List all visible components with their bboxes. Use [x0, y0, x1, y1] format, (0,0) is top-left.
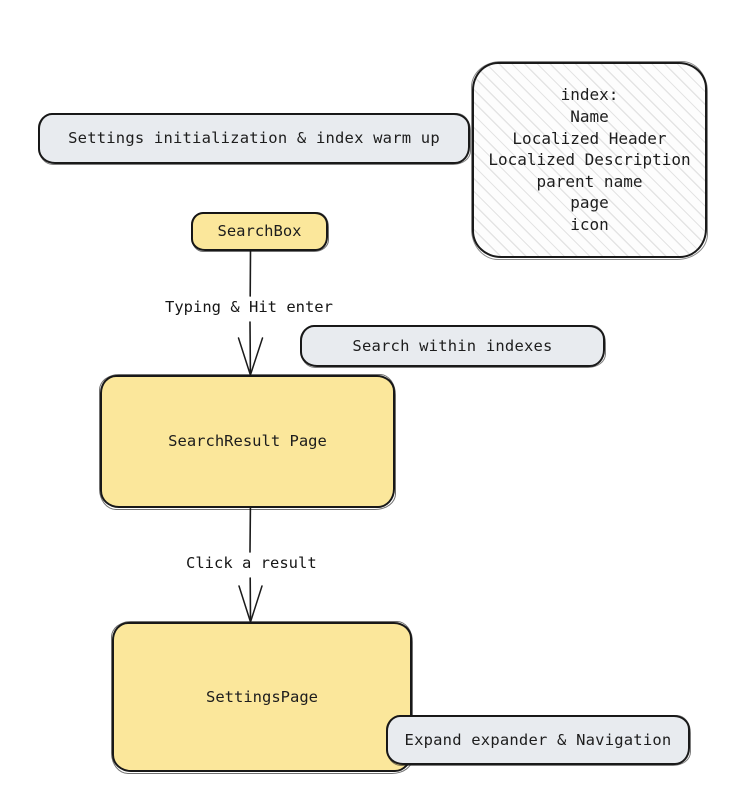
- node-search-box-label: SearchBox: [217, 222, 302, 241]
- node-search-box[interactable]: SearchBox: [191, 212, 329, 252]
- node-index-schema[interactable]: index: Name Localized Header Localized D…: [471, 61, 708, 260]
- node-settings-page[interactable]: SettingsPage: [111, 621, 413, 774]
- node-expand-expander-navigation[interactable]: Expand expander & Navigation: [386, 715, 691, 766]
- node-search-within-indexes[interactable]: Search within indexes: [300, 325, 606, 368]
- edge-label-click-a-result: Click a result: [181, 553, 322, 573]
- node-search-within-indexes-label: Search within indexes: [352, 336, 553, 355]
- edge-label-typing-hit-enter-text: Typing & Hit enter: [165, 298, 333, 316]
- node-settings-initialization[interactable]: Settings initialization & index warm up: [38, 113, 471, 165]
- node-index-schema-label: index: Name Localized Header Localized D…: [488, 85, 691, 234]
- node-settings-initialization-label: Settings initialization & index warm up: [68, 129, 440, 148]
- node-search-result-page[interactable]: SearchResult Page: [99, 374, 396, 510]
- edge-label-typing-hit-enter: Typing & Hit enter: [160, 297, 338, 317]
- edge-arrowhead-typing: [237, 337, 264, 376]
- edge-arrowhead-click: [238, 585, 263, 623]
- edge-label-click-a-result-text: Click a result: [186, 554, 317, 572]
- node-settings-page-label: SettingsPage: [206, 687, 318, 706]
- node-search-result-page-label: SearchResult Page: [168, 432, 327, 451]
- node-expand-expander-navigation-label: Expand expander & Navigation: [404, 730, 672, 749]
